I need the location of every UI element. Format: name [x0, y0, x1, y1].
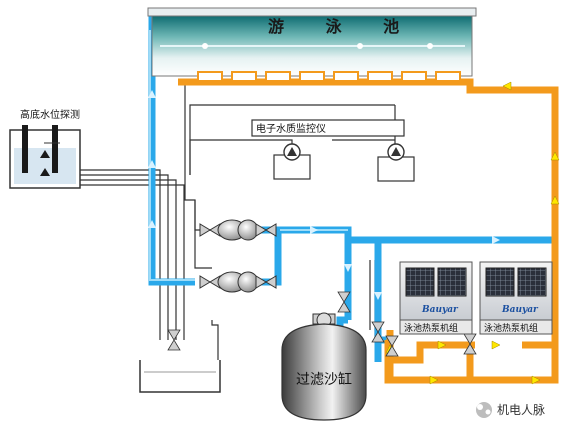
- heat-pump-unit-2: Bauyar 泳池热泵机组: [479, 261, 553, 335]
- water-quality-monitor: 电子水质监控仪: [251, 119, 415, 182]
- level-probe: 高底水位探测: [9, 108, 81, 189]
- flow-arrow: [310, 226, 318, 234]
- pool-inlets: [197, 71, 461, 82]
- flow-arrow: [492, 236, 500, 244]
- flow-arrow: [374, 292, 382, 300]
- watermark: 机电人脉: [476, 402, 545, 418]
- cold-flow-arrows: [148, 90, 500, 300]
- sand-filter-label: 过滤沙缸: [296, 371, 352, 388]
- heat-pump-brand: Bauyar: [501, 305, 539, 315]
- level-probe-label: 高底水位探测: [20, 108, 80, 121]
- flow-arrow: [491, 340, 501, 350]
- swimming-pool: 游 泳 池: [147, 7, 477, 82]
- flow-arrow: [148, 90, 156, 98]
- flow-arrow: [429, 375, 439, 385]
- flow-arrow: [437, 340, 447, 350]
- heat-pump-label: 泳池热泵机组: [484, 322, 538, 334]
- flow-arrow: [502, 81, 512, 91]
- flow-arrow: [550, 151, 560, 161]
- monitor-label: 电子水质监控仪: [256, 122, 326, 135]
- heat-pump-label: 泳池热泵机组: [404, 322, 458, 334]
- flow-arrow: [344, 264, 352, 272]
- flow-arrow: [148, 220, 156, 228]
- pool-label: 游 泳 池: [268, 17, 417, 36]
- heat-pump-unit-1: Bauyar 泳池热泵机组: [399, 261, 473, 335]
- watermark-text: 机电人脉: [497, 402, 545, 417]
- heat-pump-brand: Bauyar: [421, 305, 459, 315]
- circulation-pump-lower: [199, 271, 277, 293]
- balance-tank: [139, 360, 221, 393]
- flow-arrow: [550, 195, 560, 205]
- circulation-pump-upper: [199, 219, 277, 241]
- dosing-tank-right: [377, 143, 415, 182]
- flow-arrow: [531, 375, 541, 385]
- flow-arrow: [148, 160, 156, 168]
- sand-filter: 过滤沙缸: [281, 312, 367, 421]
- pipe-valves: [167, 291, 477, 357]
- dosing-tank-left: [273, 143, 311, 180]
